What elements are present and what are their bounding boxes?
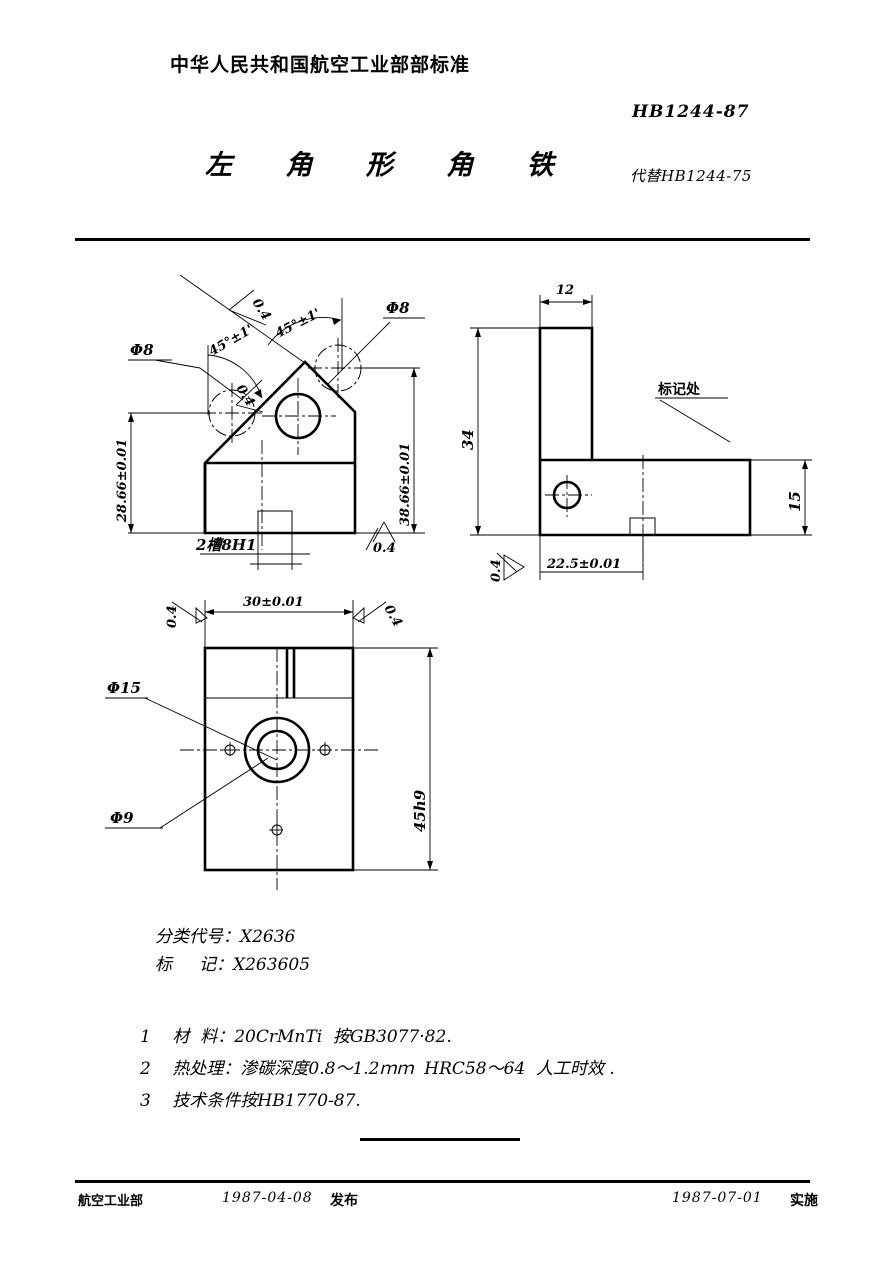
rough-bottom-front: 0.4 <box>373 541 396 556</box>
dim-15: 15 <box>786 491 804 512</box>
label-phi9: Φ9 <box>110 809 134 827</box>
note-item-2: 2 热处理：渗碳深度0.8～1.2ｍｍ HRC58～64 人工时效 . <box>140 1059 615 1079</box>
dim-28-66: 28.66±0.01 <box>115 439 130 523</box>
rough-bottom-side: 0.4 <box>489 559 504 582</box>
label-phi8-right: Φ8 <box>386 299 410 317</box>
ministry-text: 航空工业部 <box>78 1194 144 1209</box>
class-code: 分类代号：X2636 <box>155 927 296 947</box>
dim-38-66: 38.66±0.01 <box>398 443 413 526</box>
standard-number: HB1244-87 <box>632 102 750 122</box>
dim-22-5: 22.5±0.01 <box>546 557 621 572</box>
rough-right-bottom: 0.4 <box>381 603 405 630</box>
footer-divider <box>75 1180 810 1183</box>
ministry-label: 航空工业部 <box>78 1190 143 1209</box>
angle-upper: 45°±1' <box>273 306 323 341</box>
bottom-view: 30±0.01 0.4 0.4 45h9 Φ15 Φ9 <box>105 595 438 890</box>
standard-org-heading: 中华人民共和国航空工业部部标准 <box>170 54 471 76</box>
mark-note: 标记处 <box>657 381 701 398</box>
notes-divider <box>360 1138 520 1141</box>
side-view: 12 34 15 22.5±0.01 0.4 <box>459 283 812 582</box>
slot-label: 2槽8H1 <box>195 536 256 554</box>
note-item-3: 3 技术条件按HB1770-87. <box>140 1091 361 1111</box>
replaces-standard: 代替HB1244-75 <box>630 167 752 185</box>
label-phi8-left: Φ8 <box>130 341 154 359</box>
technical-drawing: 28.66±0.01 38.66±0.01 Φ8 Φ8 45°±1' <box>0 250 885 920</box>
dim-45h9: 45h9 <box>411 789 429 832</box>
note-item-1: 1 材 料：20CrMnTi 按GB3077·82. <box>140 1027 452 1047</box>
effective-label: 实施 <box>790 1193 818 1209</box>
publish-date: 1987-04-08 <box>222 1190 313 1206</box>
front-view: 28.66±0.01 38.66±0.01 Φ8 Φ8 45°±1' <box>115 274 425 570</box>
label-phi15: Φ15 <box>107 679 141 697</box>
dim-12: 12 <box>556 283 574 298</box>
dim-30: 30±0.01 <box>243 595 304 610</box>
publish-label: 发布 <box>330 1193 358 1209</box>
rough-left-bottom: 0.4 <box>165 605 180 628</box>
dim-34: 34 <box>459 429 477 450</box>
effective-date: 1987-07-01 <box>672 1190 763 1206</box>
header-divider <box>75 238 810 241</box>
mark-code: 标 记：X263605 <box>155 955 311 975</box>
angle-lower: 45°±1' <box>207 322 257 359</box>
page-title: 左 角 形 角 铁 <box>205 150 576 181</box>
